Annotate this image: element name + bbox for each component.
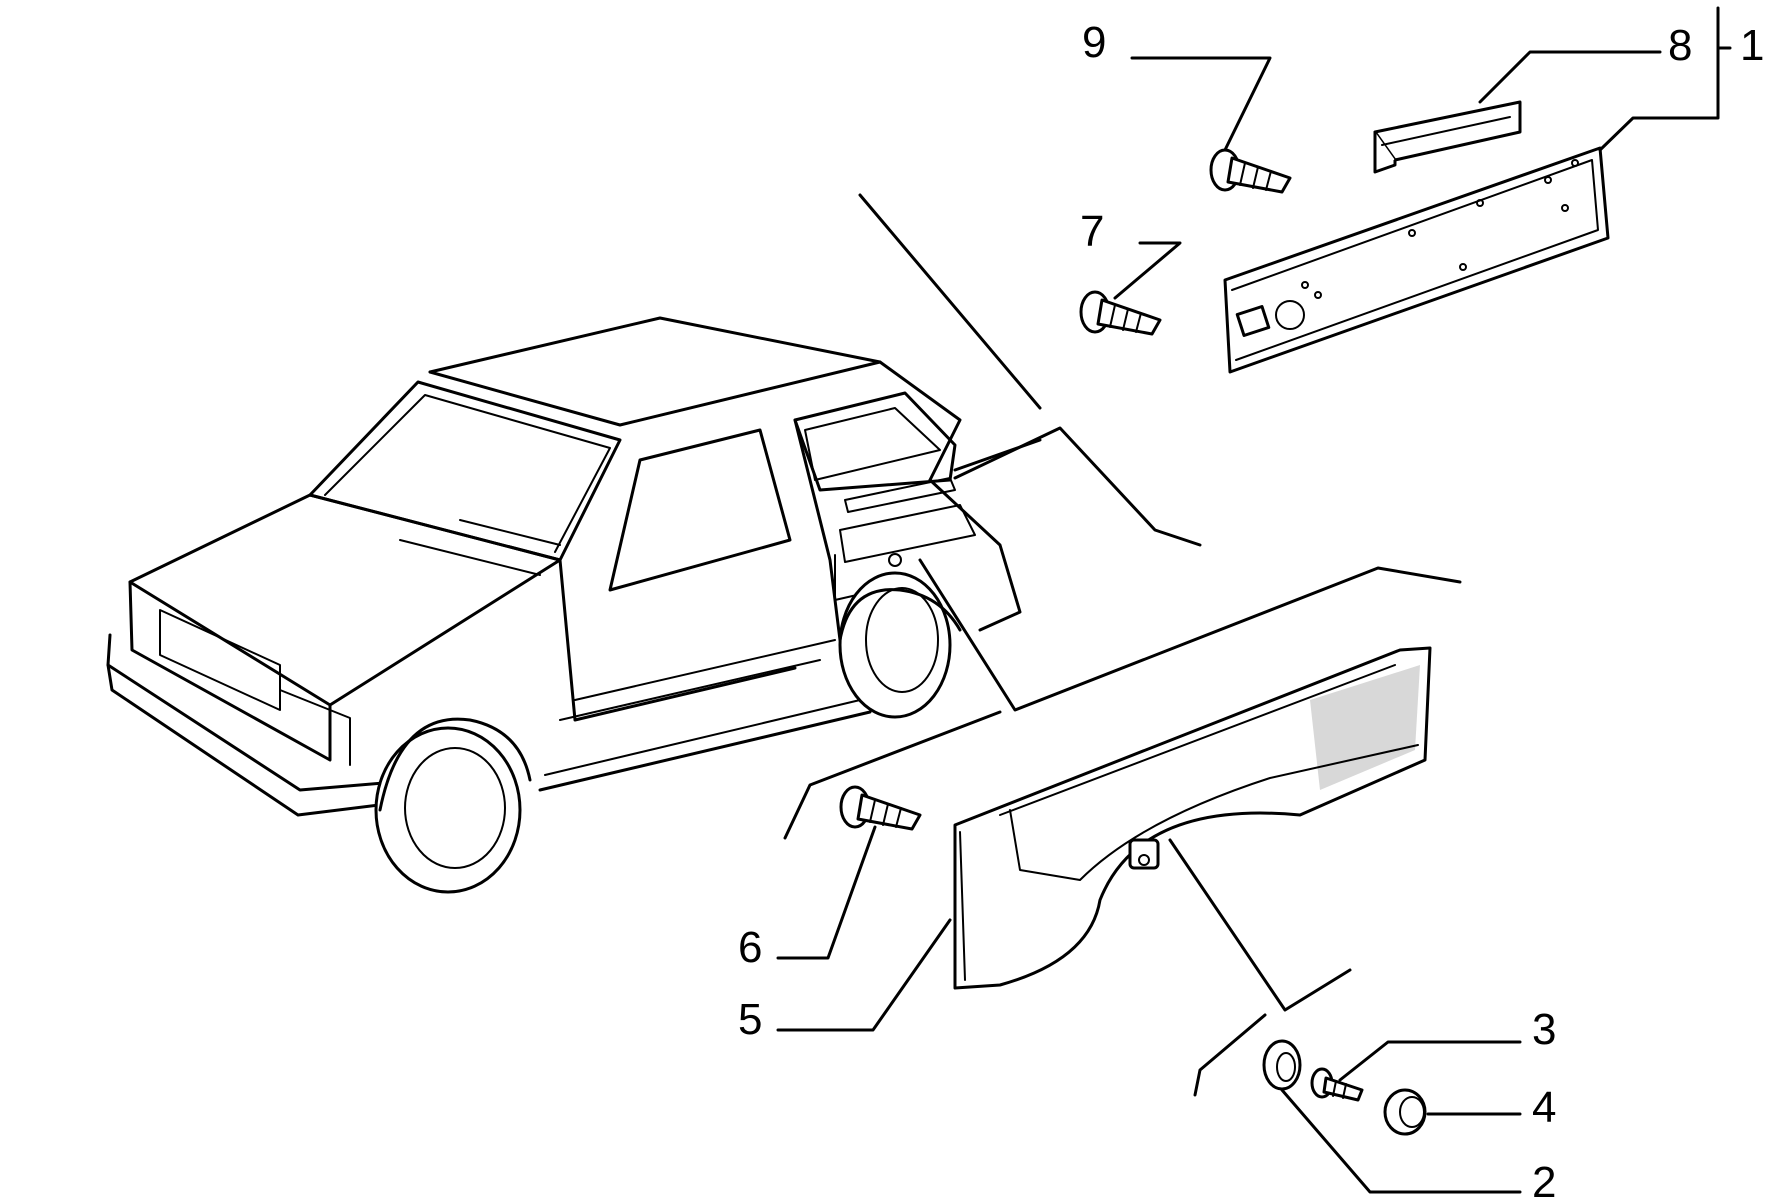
- part-5-side-trim-panel: [953, 646, 1432, 990]
- part-4-cap: [1383, 1088, 1427, 1136]
- part-1-panel: [1223, 146, 1610, 374]
- part-7-screw: [1079, 290, 1162, 336]
- part-9-screw: [1209, 148, 1292, 194]
- part-3-screw: [1310, 1067, 1364, 1102]
- callout-7: 7: [1080, 207, 1104, 256]
- part-6-screw: [839, 785, 922, 831]
- callout-6: 6: [738, 923, 762, 972]
- callout-4: 4: [1532, 1083, 1556, 1132]
- car-body-illustration: [106, 316, 1042, 894]
- callout-5: 5: [738, 995, 762, 1044]
- callout-9: 9: [1082, 18, 1106, 67]
- part-8-channel-strip: [1373, 100, 1522, 174]
- callout-2: 2: [1532, 1158, 1556, 1201]
- callout-1: 1: [1740, 21, 1764, 70]
- guide-lines: [783, 193, 1462, 1097]
- part-2-grommet: [1262, 1039, 1302, 1091]
- callout-8: 8: [1668, 21, 1692, 70]
- callout-3: 3: [1532, 1005, 1556, 1054]
- leader-lines: [776, 6, 1732, 1194]
- callout-labels: 9 8 1 7 6 5 3 4 2: [738, 18, 1764, 1201]
